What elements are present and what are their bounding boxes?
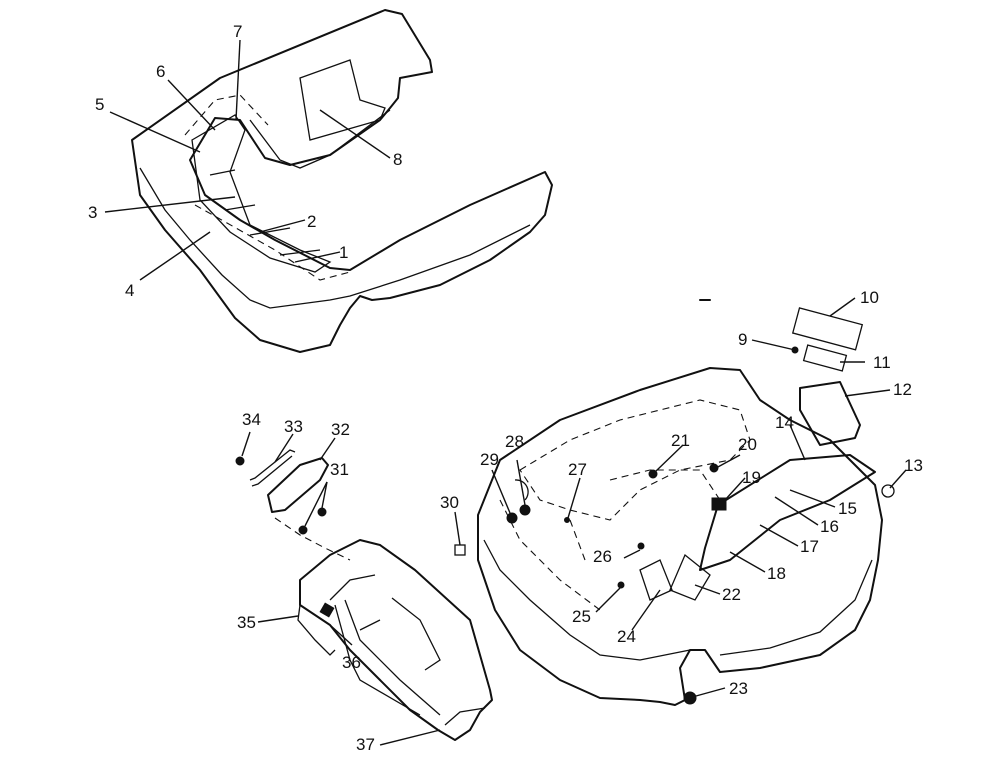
screw-20	[709, 463, 719, 473]
callout-6: 6	[156, 62, 165, 81]
hardware-parts	[298, 299, 895, 705]
callout-9: 9	[738, 330, 747, 349]
strap-14	[699, 454, 876, 571]
callout-5: 5	[95, 95, 104, 114]
callout-26: 26	[593, 547, 612, 566]
side-panel-assembly	[297, 539, 493, 741]
screw-31b	[317, 507, 327, 517]
callout-17: 17	[800, 537, 819, 556]
seat-cover-assembly	[131, 9, 553, 353]
hole-27	[564, 517, 570, 523]
housing-12	[799, 381, 861, 446]
screw-25	[617, 581, 625, 589]
seat-base-assembly	[477, 367, 883, 706]
callout-12: 12	[893, 380, 912, 399]
screw-26	[637, 542, 645, 550]
callout-25: 25	[572, 607, 591, 626]
cushion-10	[791, 307, 864, 351]
pad-11	[802, 344, 848, 372]
clip-13	[881, 484, 895, 498]
callout-15: 15	[838, 499, 857, 518]
callout-19: 19	[742, 468, 761, 487]
callout-2: 2	[307, 212, 316, 231]
grommet-29	[506, 512, 518, 524]
callout-37: 37	[356, 735, 375, 754]
callout-23: 23	[729, 679, 748, 698]
callout-14: 14	[775, 413, 794, 432]
callout-28: 28	[505, 432, 524, 451]
callout-33: 33	[284, 417, 303, 436]
callout-18: 18	[767, 564, 786, 583]
callout-labels: 1 2 3 4 5 6 7 8 9 10 11 12 13 14 15 16 1…	[88, 22, 923, 754]
callout-22: 22	[722, 585, 741, 604]
callout-13: 13	[904, 456, 923, 475]
callout-30: 30	[440, 493, 459, 512]
callout-3: 3	[88, 203, 97, 222]
callout-20: 20	[738, 435, 757, 454]
callout-16: 16	[820, 517, 839, 536]
callout-31: 31	[330, 460, 349, 479]
callout-36: 36	[342, 653, 361, 672]
callout-34: 34	[242, 410, 261, 429]
callout-24: 24	[617, 627, 636, 646]
callout-21: 21	[671, 431, 690, 450]
leader-lines	[104, 39, 907, 746]
nut-30	[454, 544, 466, 556]
screw-31a	[298, 525, 308, 535]
callout-11: 11	[873, 353, 891, 372]
clip-19	[711, 497, 727, 511]
bracket-24	[639, 559, 673, 601]
callout-4: 4	[125, 281, 134, 300]
bracket-assembly	[235, 449, 351, 561]
grommet-23	[683, 691, 697, 705]
callout-1: 1	[339, 243, 348, 262]
plate-22	[669, 553, 711, 601]
callout-8: 8	[393, 150, 402, 169]
callout-7: 7	[233, 22, 242, 41]
callout-10: 10	[860, 288, 879, 307]
callout-27: 27	[568, 460, 587, 479]
callout-29: 29	[480, 450, 499, 469]
grommet-28	[519, 504, 531, 516]
callout-32: 32	[331, 420, 350, 439]
callout-35: 35	[237, 613, 256, 632]
